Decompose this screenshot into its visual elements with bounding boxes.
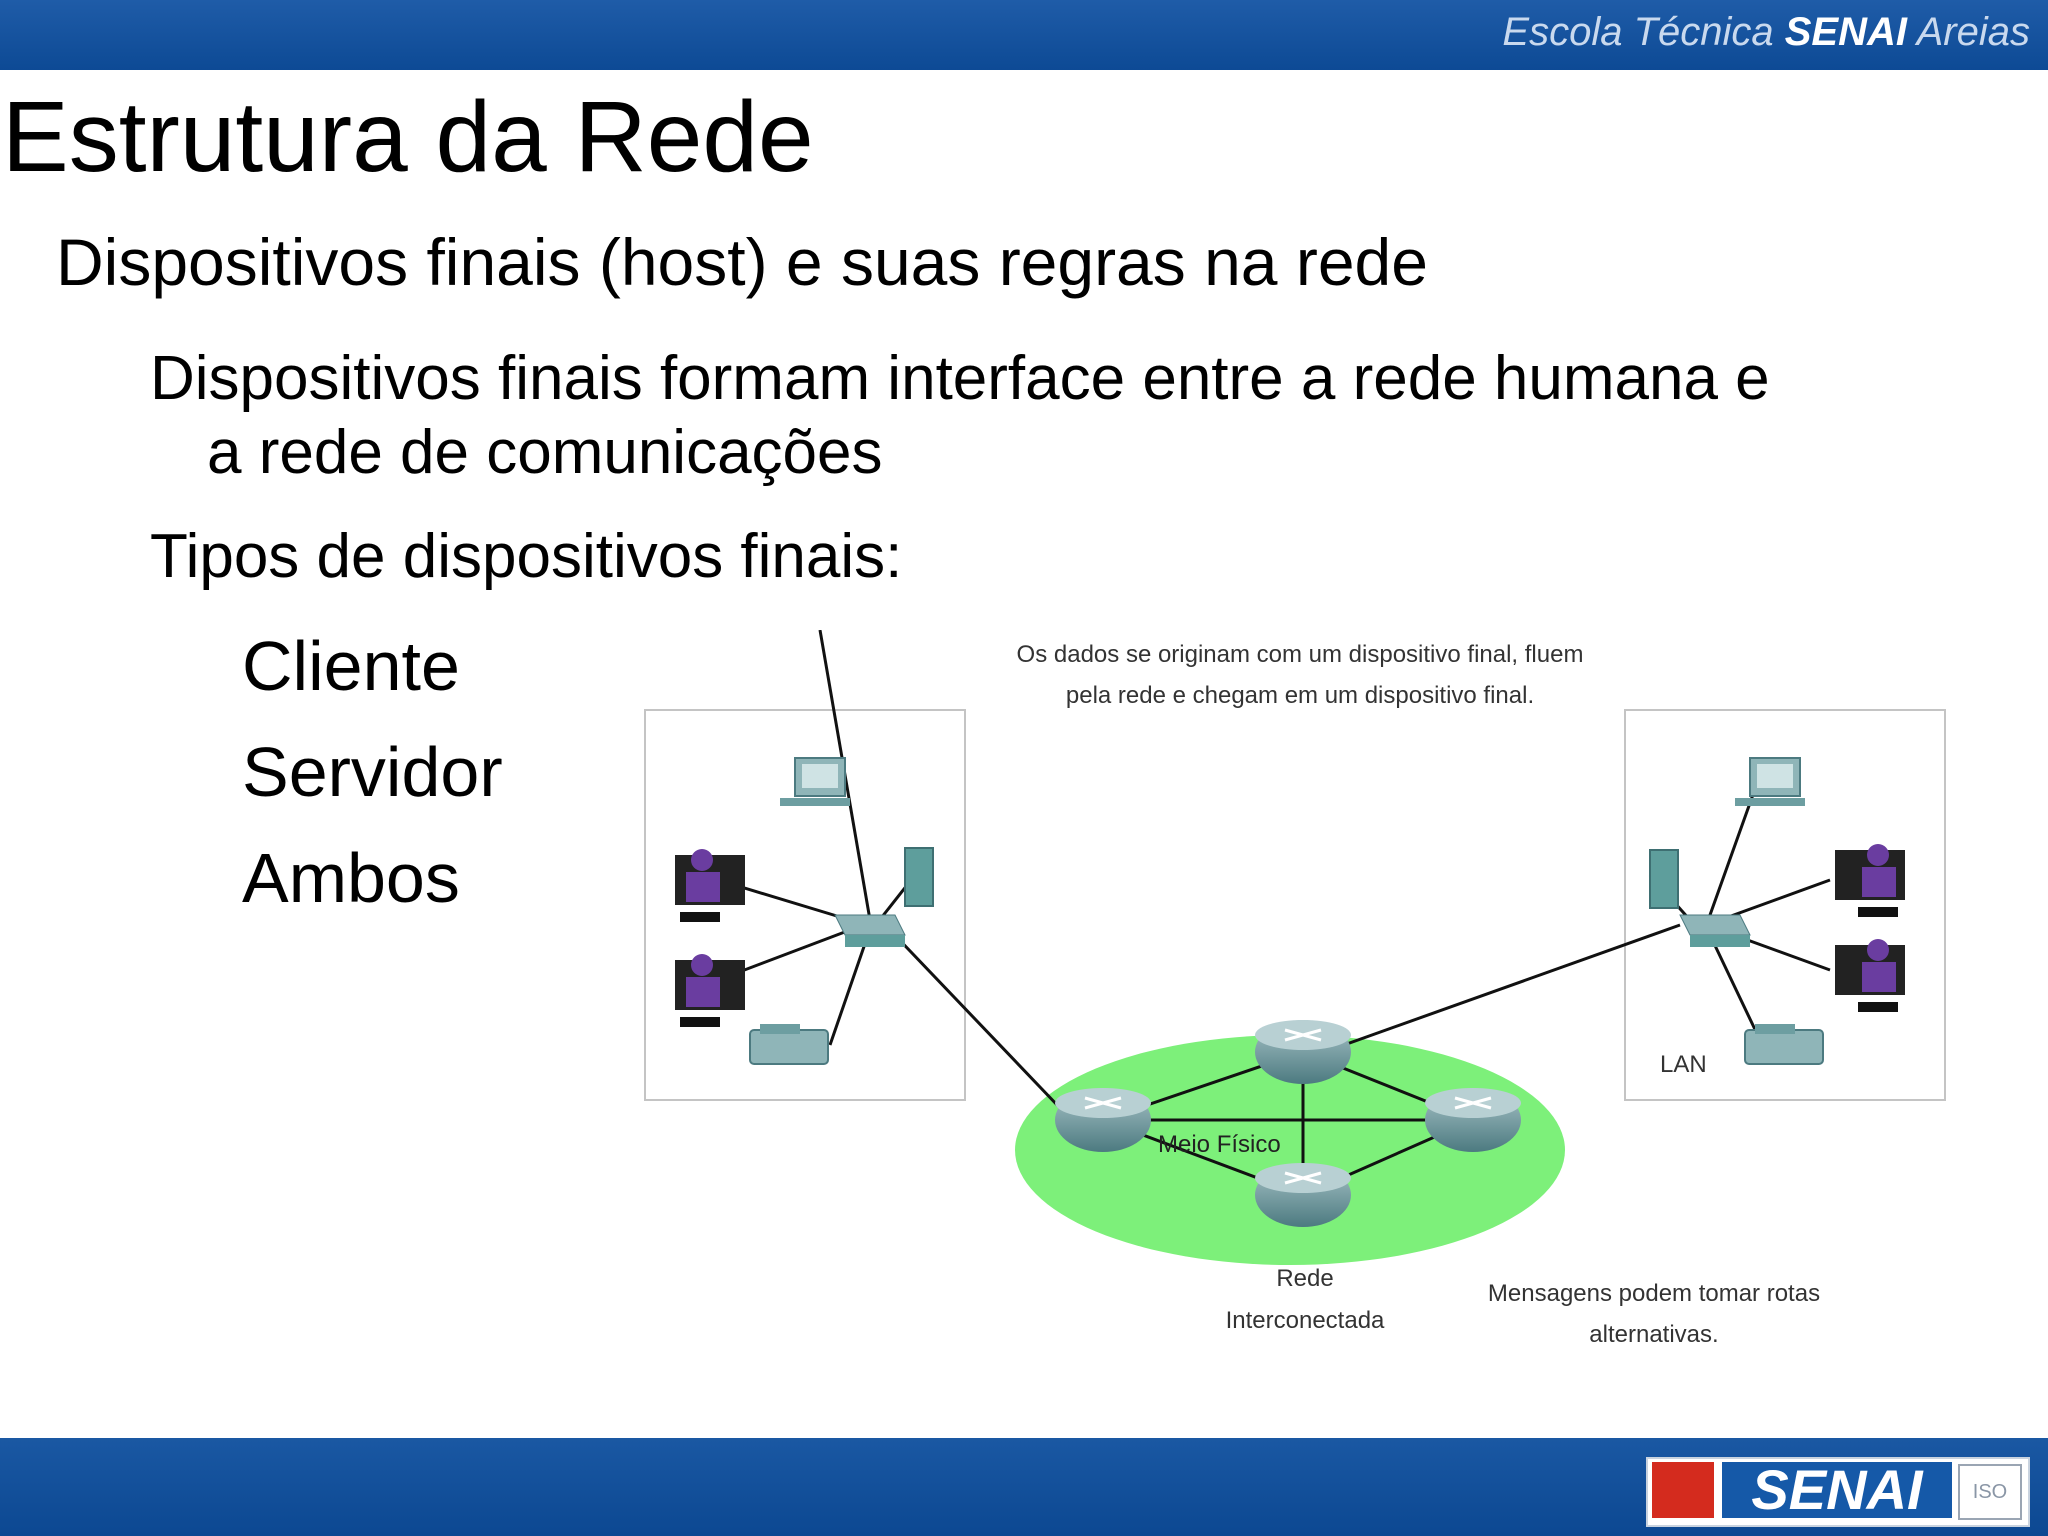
pc-icon-right	[1735, 757, 1805, 806]
caption-top-line1: Os dados se originam com um dispositivo …	[1017, 641, 1584, 668]
slide-subtitle: Dispositivos finais (host) e suas regras…	[56, 225, 1428, 299]
caption-top-line2: pela rede e chegam em um dispositivo fin…	[1066, 682, 1534, 709]
caption-bottom-line2: alternativas.	[1589, 1321, 1718, 1348]
header-bar: Escola Técnica SENAI Areias	[0, 0, 2048, 70]
user-workstation-icon-right-1	[1835, 844, 1905, 917]
label-rede-line1: Rede	[1276, 1265, 1333, 1292]
senai-logo-text: SENAI	[1722, 1462, 1952, 1518]
network-diagram: Os dados se originam com um dispositivo …	[644, 630, 1946, 1348]
bullet-interface-line2: a rede de comunicações	[207, 418, 883, 487]
label-rede-line2: Interconectada	[1226, 1307, 1385, 1334]
slide-title: Estrutura da Rede	[2, 81, 814, 193]
router-left	[1055, 1088, 1151, 1152]
type-servidor: Servidor	[242, 733, 503, 811]
phone-icon-right	[1744, 1024, 1824, 1065]
pc-icon-left	[780, 757, 850, 806]
type-cliente: Cliente	[242, 627, 460, 705]
network-cloud	[1015, 1035, 1565, 1265]
bullet-interface-line1: Dispositivos finais formam interface ent…	[150, 344, 1770, 413]
server-icon-left	[904, 847, 934, 907]
router-top	[1255, 1020, 1351, 1084]
caption-bottom-line1: Mensagens podem tomar rotas	[1488, 1280, 1820, 1307]
bullet-device-types: Tipos de dispositivos finais:	[150, 522, 903, 591]
iso-badge: ISO	[1958, 1464, 2022, 1520]
user-workstation-icon-right-2	[1835, 939, 1905, 1012]
label-lan: LAN	[1660, 1051, 1707, 1078]
school-name: Escola Técnica SENAI Areias	[1502, 10, 2030, 54]
user-workstation-icon-left-2	[675, 954, 745, 1027]
router-right	[1425, 1088, 1521, 1152]
label-meio-fisico: Meio Físico	[1158, 1131, 1281, 1158]
senai-logo-emblem	[1652, 1462, 1714, 1518]
phone-icon-left	[749, 1024, 829, 1065]
server-icon-right	[1649, 849, 1679, 909]
switch-left	[834, 914, 906, 947]
type-ambos: Ambos	[242, 839, 460, 917]
router-bottom	[1255, 1163, 1351, 1227]
user-workstation-icon-left-1	[675, 849, 745, 922]
switch-right	[1679, 914, 1751, 947]
